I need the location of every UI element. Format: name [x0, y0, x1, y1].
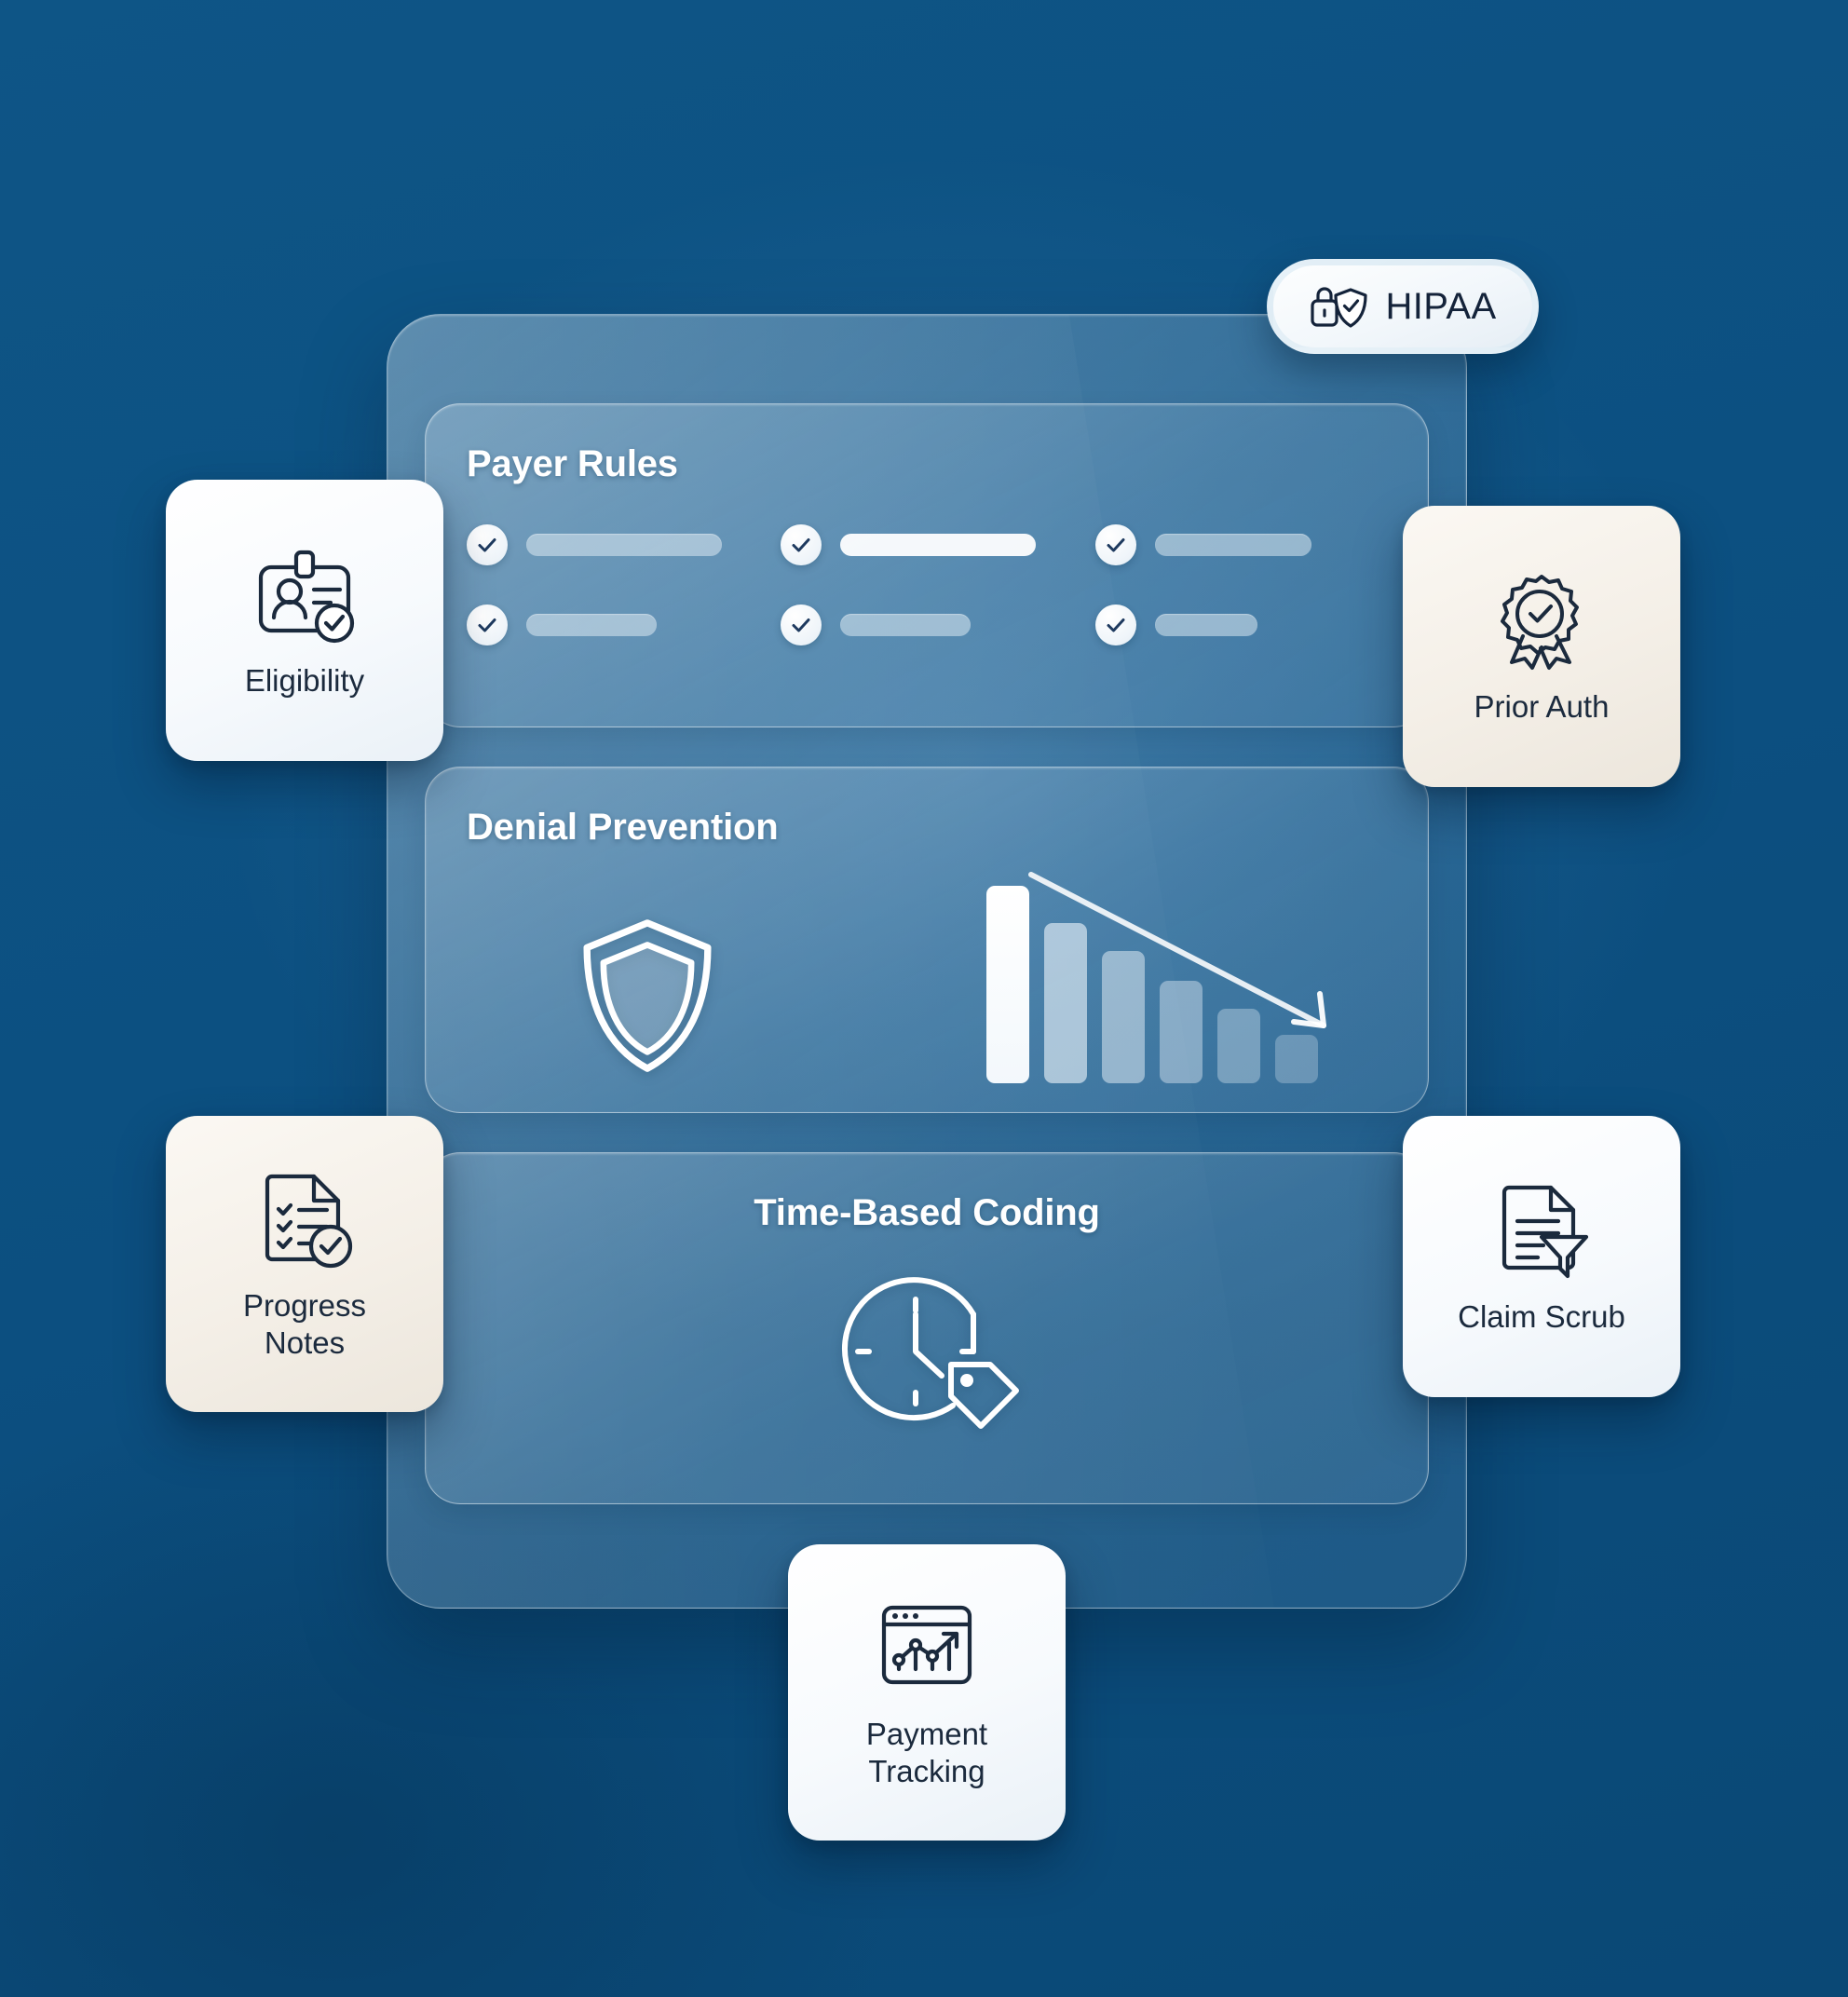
tile-label: Payment Tracking — [865, 1716, 988, 1788]
rule-placeholder-bar — [840, 614, 972, 636]
down-arrow-icon — [977, 862, 1368, 1083]
tile-prior-auth[interactable]: Prior Auth — [1403, 506, 1680, 787]
payer-rules-title: Payer Rules — [467, 443, 678, 484]
rule-item[interactable] — [1094, 605, 1387, 645]
tile-progress-notes[interactable]: Progress Notes — [166, 1116, 443, 1412]
denial-prevention-title: Denial Prevention — [467, 807, 779, 848]
card-time-based-coding[interactable]: Time-Based Coding — [425, 1152, 1429, 1504]
check-icon — [467, 605, 508, 645]
award-ribbon-check-icon — [1489, 569, 1594, 673]
chart-window-up-icon — [875, 1596, 979, 1701]
rule-item[interactable] — [1094, 524, 1387, 565]
payer-rules-grid — [467, 524, 1387, 645]
tile-label: Claim Scrub — [1458, 1298, 1625, 1334]
rule-item[interactable] — [781, 524, 1072, 565]
check-icon — [1094, 524, 1136, 565]
tile-claim-scrub[interactable]: Claim Scrub — [1403, 1116, 1680, 1397]
time-based-coding-title: Time-Based Coding — [754, 1192, 1100, 1233]
denial-trend-chart — [977, 862, 1368, 1083]
check-icon — [781, 605, 822, 645]
document-funnel-icon — [1489, 1179, 1594, 1284]
lock-shield-check-icon — [1309, 282, 1368, 331]
rule-item[interactable] — [781, 605, 1072, 645]
card-denial-prevention[interactable]: Denial Prevention — [425, 767, 1429, 1113]
tile-label: Progress Notes — [242, 1287, 367, 1360]
denial-prevention-body — [467, 858, 1387, 1091]
tile-label: Prior Auth — [1474, 688, 1610, 724]
main-glass-panel: Payer Rules — [387, 314, 1467, 1609]
card-payer-rules[interactable]: Payer Rules — [425, 403, 1429, 727]
rule-item[interactable] — [467, 524, 758, 565]
id-badge-check-icon — [252, 543, 357, 647]
check-icon — [467, 524, 508, 565]
check-icon — [1094, 605, 1136, 645]
rule-placeholder-bar — [1154, 534, 1311, 556]
hipaa-label: HIPAA — [1385, 285, 1497, 327]
rule-placeholder-bar — [526, 614, 657, 636]
tile-eligibility[interactable]: Eligibility — [166, 480, 443, 761]
shield-icon — [578, 917, 716, 1074]
rule-placeholder-bar — [526, 534, 722, 556]
rule-placeholder-bar — [840, 534, 1037, 556]
rule-placeholder-bar — [1154, 614, 1257, 636]
rule-item[interactable] — [467, 605, 758, 645]
check-icon — [781, 524, 822, 565]
document-checklist-icon — [252, 1168, 357, 1272]
tile-label: Eligibility — [244, 662, 365, 698]
clock-tag-icon — [834, 1262, 1020, 1439]
hipaa-badge[interactable]: HIPAA — [1267, 259, 1539, 354]
tile-payment-tracking[interactable]: Payment Tracking — [788, 1544, 1066, 1841]
